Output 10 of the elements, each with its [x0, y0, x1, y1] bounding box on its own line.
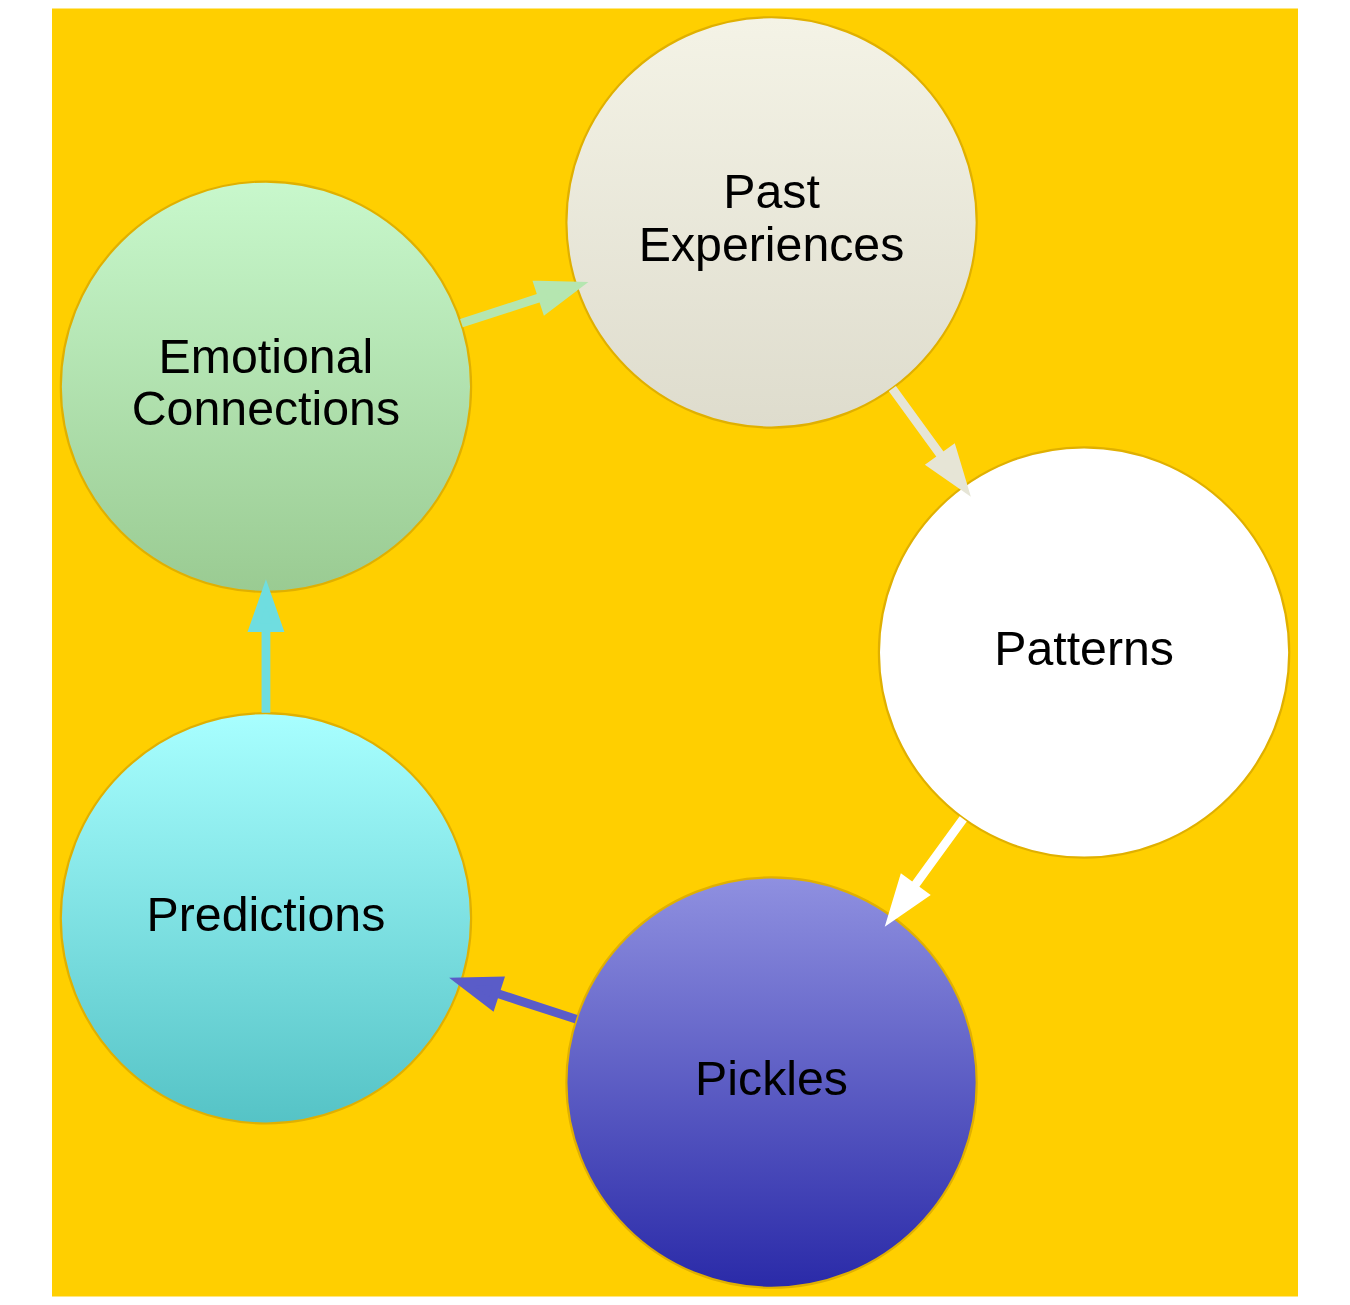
node-circle: Pickles: [565, 876, 978, 1289]
arrow: [460, 280, 589, 328]
arrow: [888, 386, 971, 497]
node-circle: Predictions: [59, 712, 473, 1125]
arrow: [884, 816, 967, 927]
node-circle: Emotional Connections: [59, 180, 473, 593]
node-circle: Past Experiences: [565, 16, 978, 429]
node-circle: Patterns: [877, 446, 1291, 859]
arrow: [449, 976, 578, 1024]
arrow: [247, 579, 285, 713]
